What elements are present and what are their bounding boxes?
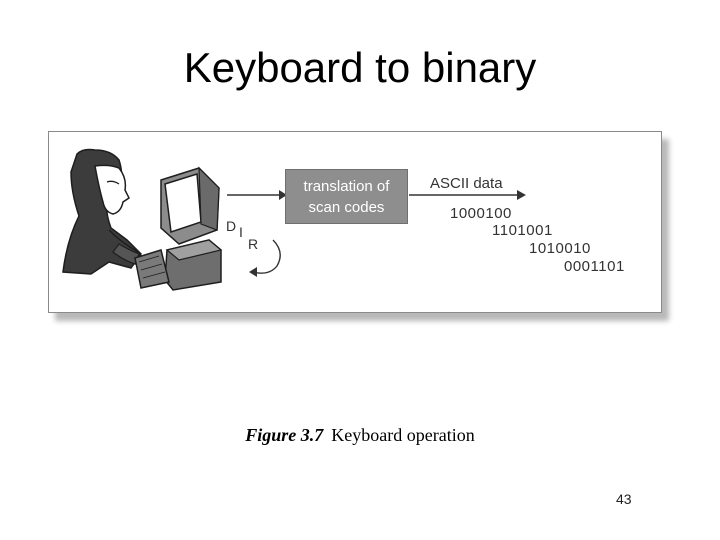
figure-caption: Figure 3.7 Keyboard operation [0,425,720,446]
binary-code: 0001101 [564,258,625,275]
binary-code: 1010010 [529,240,591,257]
keyboard-icon [134,249,170,289]
computer-monitor-icon [160,166,223,291]
page-number: 43 [616,491,632,507]
figure-panel: translation of scan codes ASCII data 100… [48,131,662,313]
binary-code: 1000100 [450,205,512,222]
caption-label: Figure 3.7 [245,425,324,445]
figure-illustration [62,148,526,291]
ascii-data-label: ASCII data [430,175,503,192]
key-letter-d: D [226,218,237,234]
translation-line-2: scan codes [308,199,385,216]
translation-line-1: translation of [303,178,390,195]
arrow-to-translation [227,190,287,200]
caption-text: Keyboard operation [331,425,475,445]
slide-title: Keyboard to binary [183,44,537,91]
person-typing-icon [62,148,142,275]
translation-box: translation of scan codes [285,169,408,224]
key-letter-i: I [239,224,243,240]
key-letter-r: R [248,236,259,252]
binary-code: 1101001 [492,222,553,239]
arrow-to-ascii [409,190,526,200]
curved-arrow-icon [249,239,281,277]
